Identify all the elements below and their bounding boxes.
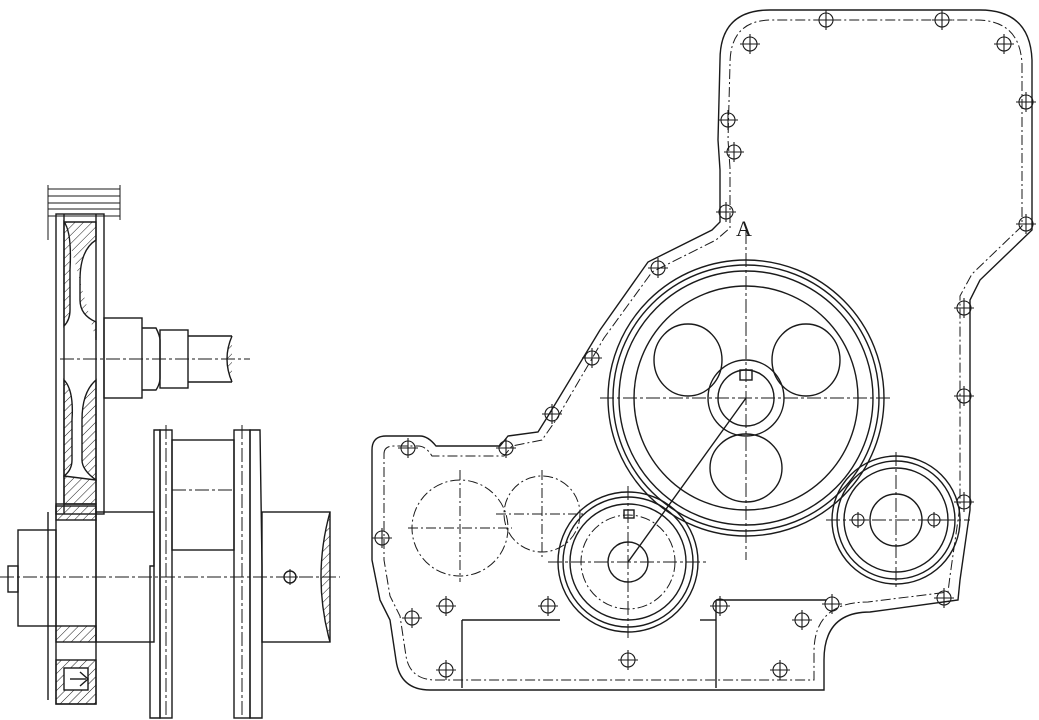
bolt-holes: [372, 10, 1036, 680]
bolt-hole: [850, 512, 866, 528]
housing-outline: [371, 9, 1033, 691]
section-label-a: A: [736, 216, 752, 241]
bolt-hole: [926, 512, 942, 528]
bolt-hole: [710, 596, 730, 616]
bolt-hole: [954, 298, 974, 318]
bolt-hole: [770, 660, 790, 680]
bottom-boss: [461, 599, 826, 688]
bolt-hole: [436, 596, 456, 616]
crank-gear: [548, 486, 706, 640]
crank-flange: [7, 503, 97, 705]
front-view: A: [371, 9, 1036, 691]
pump-gears: [408, 470, 586, 582]
bolt-hole: [792, 610, 812, 630]
bolt-hole: [740, 34, 760, 54]
bolt-hole: [816, 10, 836, 30]
idler-gear-right: [826, 452, 970, 590]
bolt-hole: [822, 594, 842, 614]
housing-inner: [383, 19, 1023, 681]
bolt-hole: [1016, 214, 1036, 234]
crankshaft: [0, 425, 340, 719]
bolt-hole: [1016, 92, 1036, 112]
bolt-hole: [954, 386, 974, 406]
bolt-hole: [716, 202, 736, 222]
upper-gear-section: [55, 213, 105, 515]
bolt-hole: [496, 438, 516, 458]
bolt-hole: [436, 660, 456, 680]
bolt-hole: [934, 588, 954, 608]
bolt-hole: [538, 596, 558, 616]
bolt-hole: [618, 650, 638, 670]
cam-gear: [600, 230, 890, 563]
bolt-hole: [402, 608, 422, 628]
bolt-hole: [542, 404, 562, 424]
bolt-hole: [648, 258, 668, 278]
side-view: [0, 185, 340, 719]
bolt-hole: [724, 142, 744, 162]
bolt-hole: [718, 110, 738, 130]
upper-shaft: [60, 317, 250, 399]
bolt-hole: [994, 34, 1014, 54]
bolt-hole: [372, 528, 392, 548]
bolt-hole: [398, 438, 418, 458]
bolt-hole: [932, 10, 952, 30]
bolt-hole: [954, 492, 974, 512]
bolt-hole: [582, 348, 602, 368]
gear-top-lines: [47, 185, 121, 240]
